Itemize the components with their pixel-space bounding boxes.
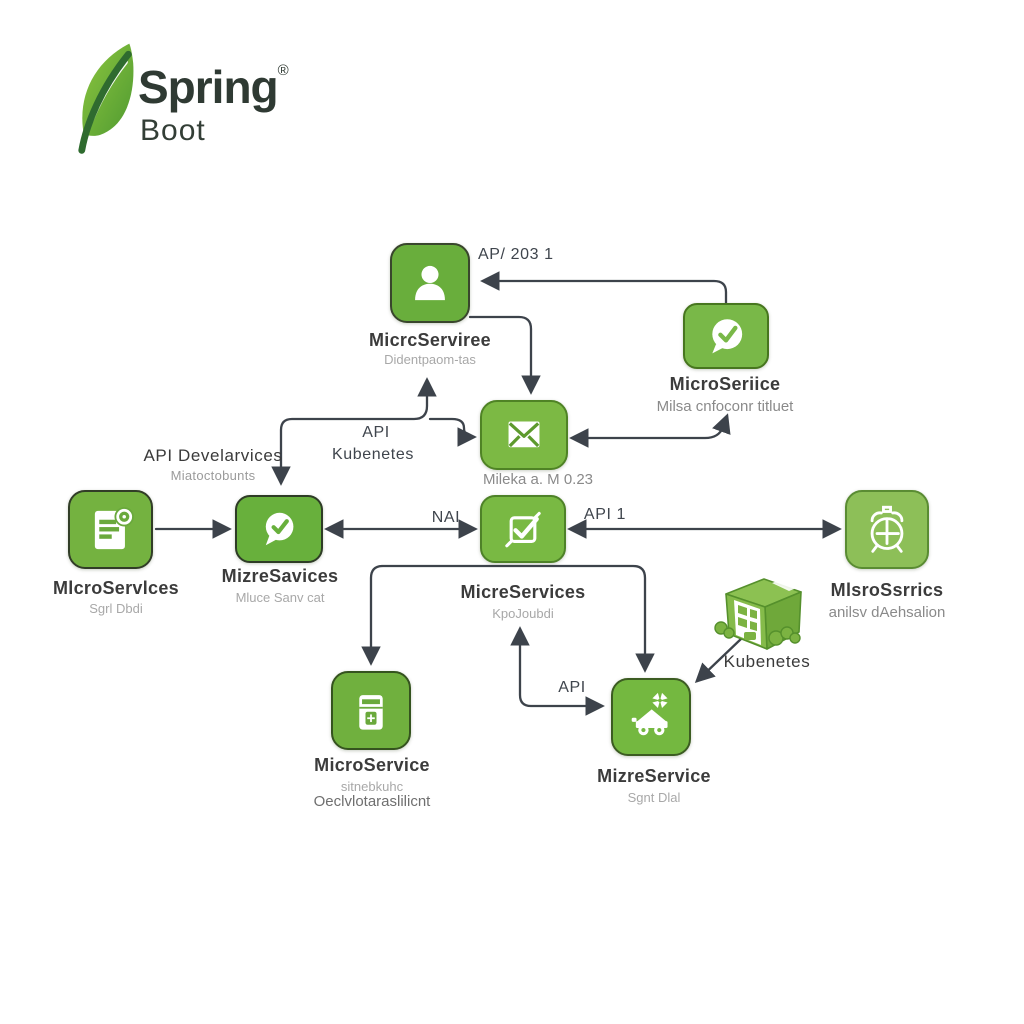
rover-icon [631, 692, 668, 736]
node-scheduler-service [845, 490, 929, 569]
jar-icon [359, 694, 383, 730]
spring-leaf-icon [78, 43, 134, 154]
edge-label-api-bottom: API [558, 679, 586, 696]
mail-sublabel: Mileka a. M 0.23 [482, 471, 594, 488]
edge-label-api1: API 1 [583, 506, 627, 523]
docs-sublabel: Sgrl Dbdi [89, 601, 143, 616]
edge-label-api-develarvices: API Develarvices [143, 446, 283, 465]
storage-label: MicroService [314, 755, 430, 775]
alarm-clock-icon [870, 505, 904, 553]
chat-check-icon [712, 319, 743, 354]
logo-product-text: Boot [140, 114, 206, 147]
edge-label-api2031: AP/ 203 1 [478, 246, 554, 263]
connector-mail-approval [569, 413, 731, 448]
chat-check-icon [265, 512, 294, 546]
node-chat-service [235, 495, 323, 563]
node-approval-service [683, 303, 769, 369]
node-docs-service [68, 490, 153, 569]
delivery-sublabel: Sgnt Dlal [627, 790, 681, 805]
checkbox-icon [505, 511, 541, 548]
approval-label: MicroSeriice [669, 374, 781, 394]
spring-boot-logo: Spring® Boot [70, 36, 330, 166]
edge-label-nai: NAI [431, 509, 461, 526]
storage-sublabel2: Oeclvlotaraslilicnt [313, 793, 431, 810]
connector-tasks-storage-delivery [361, 564, 655, 673]
edge-label-miatoctobunts: Miatoctobunts [170, 468, 256, 483]
node-storage-service [331, 671, 411, 750]
delivery-label: MizreService [597, 766, 711, 786]
node-identity-service [390, 243, 470, 323]
logo-brand-text: Spring® [138, 61, 289, 113]
edge-label-kubenetes-mid: Kubenetes [332, 446, 414, 463]
person-icon [415, 265, 445, 301]
registered-mark: ® [277, 62, 289, 79]
node-delivery-service [611, 678, 691, 756]
chat-sublabel: Mluce Sanv cat [235, 590, 325, 605]
document-icon [94, 506, 134, 549]
connector-approval-identity [480, 271, 728, 306]
chat-label: MizreSavices [221, 566, 339, 586]
connector-tasks-delivery [510, 626, 605, 716]
scheduler-sublabel: anilsv dAehsalion [828, 604, 946, 621]
kubernetes-box-icon [714, 578, 802, 650]
connector-identity-chat [271, 377, 437, 486]
kubernetes-label: Kubenetes [723, 652, 811, 671]
tasks-sublabel: KpoJoubdi [492, 606, 554, 621]
node-tasks-service [480, 495, 566, 563]
docs-label: MlcroServlces [53, 578, 179, 598]
connector-branch-mail [428, 417, 477, 447]
connector-kubernetes-delivery [694, 636, 744, 684]
storage-sublabel: sitnebkuhc [340, 779, 404, 794]
tasks-label: MicreServices [460, 582, 586, 602]
envelope-icon [508, 421, 540, 448]
approval-sublabel: Milsa cnfoconr titluet [656, 398, 794, 415]
identity-label: MicrcServiree [369, 330, 491, 350]
edge-label-api-mid: API [362, 424, 390, 441]
scheduler-label: MlsroSsrrics [830, 580, 944, 600]
node-mail-service [480, 400, 568, 470]
identity-sublabel: Didentpaom-tas [384, 352, 476, 367]
connector-identity-mail [468, 315, 541, 395]
